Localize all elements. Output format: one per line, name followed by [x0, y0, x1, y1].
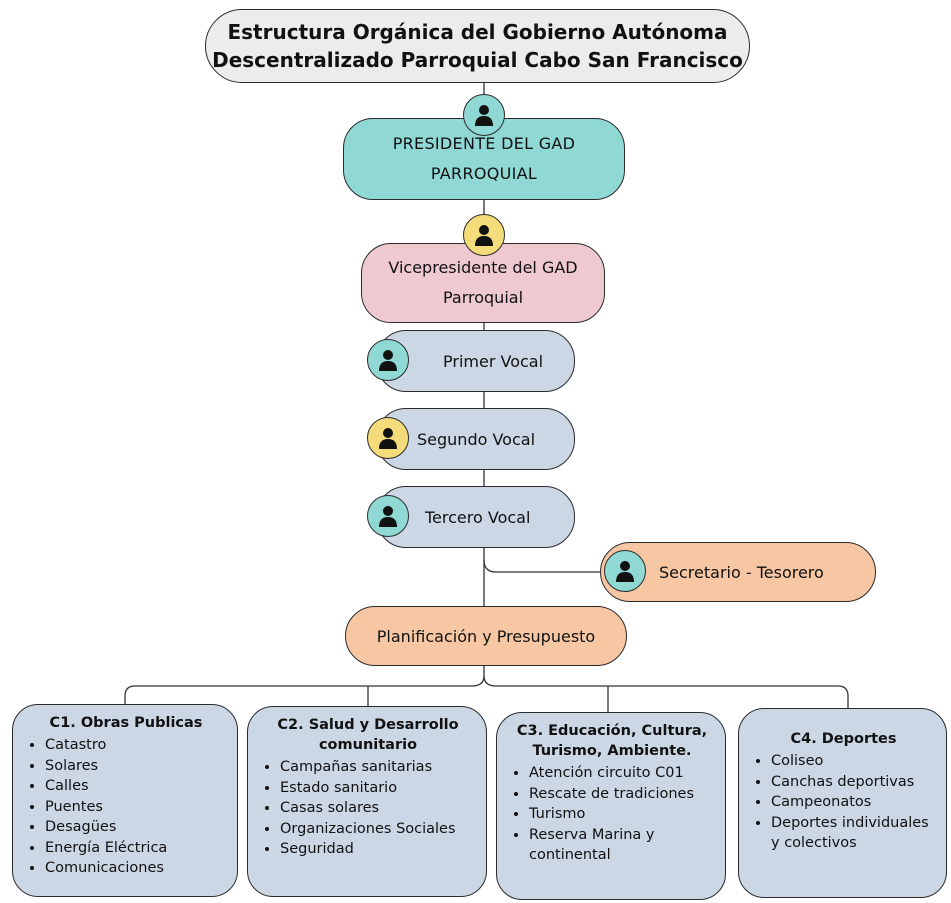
list-item: Seguridad [280, 839, 476, 860]
vice-line-2: Parroquial [442, 288, 524, 307]
list-item: Canchas deportivas [771, 772, 936, 793]
list-item: Deportes individuales y colectivos [771, 813, 936, 854]
commission-list: Campañas sanitarias Estado sanitario Cas… [260, 757, 476, 860]
secretario-label: Secretario - Tesorero [659, 562, 824, 582]
list-item: Solares [45, 756, 227, 777]
commission-heading: C3. Educación, Cultura, Turismo, Ambient… [509, 721, 715, 761]
person-icon [367, 339, 409, 381]
commission-c4: C4. Deportes Coliseo Canchas deportivas … [738, 708, 947, 898]
tercero-vocal-node: Tercero Vocal [376, 486, 575, 548]
commission-list: Atención circuito C01 Rescate de tradici… [509, 763, 715, 866]
list-item: Coliseo [771, 751, 936, 772]
person-icon [367, 417, 409, 459]
list-item: Comunicaciones [45, 858, 227, 879]
tercero-vocal-label: Tercero Vocal [425, 507, 531, 527]
commission-c2: C2. Salud y Desarrollo comunitario Campa… [247, 706, 487, 897]
vicepresident-node: Vicepresidente del GAD Parroquial [361, 243, 605, 323]
commission-heading-line: Turismo, Ambiente. [532, 743, 692, 759]
list-item: Desagües [45, 817, 227, 838]
diagram-title: Estructura Orgánica del Gobierno Autónom… [205, 9, 750, 83]
commission-c3: C3. Educación, Cultura, Turismo, Ambient… [496, 712, 726, 900]
commission-heading: C4. Deportes [790, 731, 897, 747]
list-item: Atención circuito C01 [529, 763, 715, 784]
commission-heading-line: C2. Salud y Desarrollo [277, 717, 459, 733]
commission-c1: C1. Obras Publicas Catastro Solares Call… [12, 704, 238, 897]
list-item: Campañas sanitarias [280, 757, 476, 778]
list-item: Turismo [529, 804, 715, 825]
primer-vocal-label: Primer Vocal [443, 351, 544, 371]
secretario-node: Secretario - Tesorero [600, 542, 876, 602]
commission-heading: C1. Obras Publicas [49, 715, 203, 731]
person-icon [463, 214, 505, 256]
list-item: Puentes [45, 797, 227, 818]
primer-vocal-node: Primer Vocal [376, 330, 575, 392]
title-line-2: Descentralizado Parroquial Cabo San Fran… [212, 48, 743, 72]
commission-list: Catastro Solares Calles Puentes Desagües… [25, 735, 227, 879]
list-item: Calles [45, 776, 227, 797]
president-line-1: PRESIDENTE DEL GAD [392, 134, 576, 153]
list-item: Casas solares [280, 798, 476, 819]
segundo-vocal-label: Segundo Vocal [417, 429, 536, 449]
list-item: Campeonatos [771, 792, 936, 813]
list-item: Estado sanitario [280, 778, 476, 799]
list-item: Catastro [45, 735, 227, 756]
commission-heading-line: C3. Educación, Cultura, [516, 723, 708, 739]
planificacion-node: Planificación y Presupuesto [345, 606, 627, 666]
person-icon [604, 550, 646, 592]
list-item: Energía Eléctrica [45, 838, 227, 859]
planificacion-label: Planificación y Presupuesto [376, 626, 596, 646]
commission-heading: C2. Salud y Desarrollo comunitario [260, 715, 476, 755]
commission-list: Coliseo Canchas deportivas Campeonatos D… [751, 751, 936, 854]
person-icon [367, 495, 409, 537]
list-item: Reserva Marina y continental [529, 825, 715, 866]
president-line-2: PARROQUIAL [430, 164, 538, 183]
list-item: Organizaciones Sociales [280, 819, 476, 840]
segundo-vocal-node: Segundo Vocal [376, 408, 575, 470]
title-line-1: Estructura Orgánica del Gobierno Autónom… [227, 20, 728, 44]
person-icon [463, 94, 505, 136]
list-item: Rescate de tradiciones [529, 784, 715, 805]
commission-heading-line: comunitario [318, 737, 418, 753]
vice-line-1: Vicepresidente del GAD [388, 258, 578, 277]
